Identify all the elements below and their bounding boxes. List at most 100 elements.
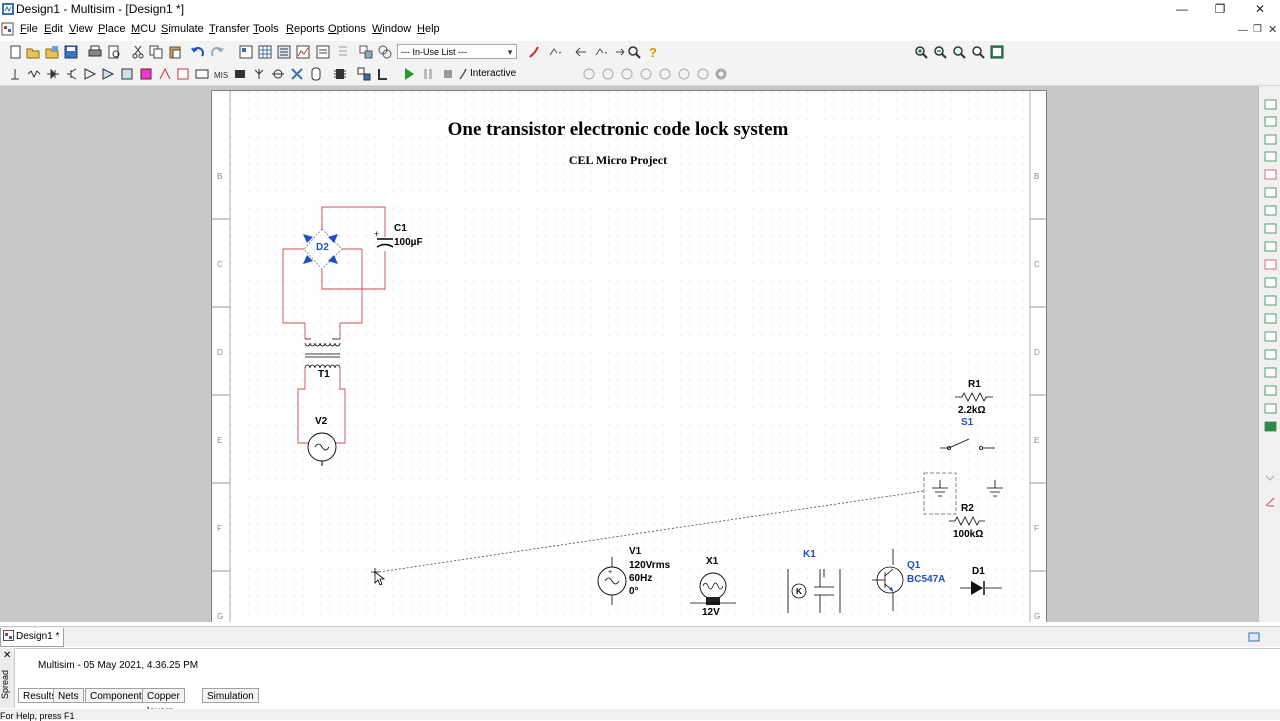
menu-help[interactable]: Help [417, 23, 440, 35]
mdi-close-icon[interactable]: ✕ [1268, 24, 1278, 36]
schematic-sheet[interactable]: B C D E F G B C D E F G One tran [211, 90, 1047, 622]
place-bus-icon[interactable] [376, 67, 390, 81]
place-electromechanical-icon[interactable] [271, 67, 285, 81]
instrument-counter-icon[interactable] [677, 67, 691, 81]
place-rf-icon[interactable] [252, 67, 266, 81]
tab-design1[interactable]: Design1 * [0, 628, 65, 647]
menu-place[interactable]: Place [98, 23, 126, 35]
mdi-minimize-icon[interactable]: — [1238, 25, 1248, 36]
schematic-canvas[interactable]: B C D E F G B C D E F G One tran [212, 91, 1046, 622]
save-icon[interactable] [64, 45, 78, 59]
diode-d1[interactable]: D1 [960, 566, 1002, 595]
zoom-out-icon[interactable] [933, 45, 947, 59]
menu-transfer[interactable]: Transfer [209, 23, 250, 35]
place-misc-digital-icon[interactable] [139, 67, 153, 81]
full-screen-icon[interactable] [990, 45, 1004, 59]
find-examples-icon[interactable] [627, 45, 641, 59]
menu-window[interactable]: Window [372, 23, 412, 35]
spreadsheet-close-icon[interactable]: ✕ [3, 650, 12, 661]
ground-symbol[interactable] [987, 480, 1003, 497]
instrument-oscilloscope-icon[interactable] [639, 67, 653, 81]
spreadsheet-view-icon[interactable] [258, 45, 272, 59]
tab-simulation[interactable]: Simulation [202, 688, 259, 703]
stop-icon[interactable] [441, 67, 455, 81]
place-mcu-icon[interactable] [333, 67, 347, 81]
place-transistor-icon[interactable] [65, 67, 79, 81]
place-connectors-icon[interactable] [309, 67, 323, 81]
schematic-subtitle[interactable]: CEL Micro Project [569, 153, 667, 167]
run-icon[interactable] [402, 67, 416, 81]
menu-reports[interactable]: Reports [286, 23, 325, 35]
ac-source-v2[interactable]: V2 [307, 416, 337, 466]
close-icon[interactable]: ✕ [1254, 2, 1266, 16]
undo-icon[interactable] [191, 45, 205, 59]
design-toolbox-icon[interactable] [239, 45, 253, 59]
place-power-icon[interactable] [195, 67, 209, 81]
copy-icon[interactable] [149, 45, 163, 59]
open-folder-icon[interactable] [26, 45, 40, 59]
cut-icon[interactable] [131, 45, 145, 59]
place-analog-icon[interactable] [83, 67, 97, 81]
tab-options-icon[interactable] [1248, 631, 1260, 643]
reverse-probe-icon[interactable] [574, 45, 588, 59]
transistor-q1[interactable]: Q1 BC547A [872, 549, 945, 611]
probe-icon[interactable] [528, 45, 542, 59]
mdi-restore-icon[interactable]: ❐ [1253, 24, 1262, 35]
menu-mcu[interactable]: MCU [131, 23, 157, 35]
instruments-palette-icons[interactable] [1259, 86, 1280, 622]
menu-file[interactable]: File [20, 23, 38, 35]
open-samples-icon[interactable] [45, 45, 59, 59]
forward-annotate-icon[interactable] [378, 45, 392, 59]
new-file-icon[interactable] [8, 45, 22, 59]
postprocessor-icon[interactable] [316, 45, 330, 59]
place-ni-components-icon[interactable] [290, 67, 304, 81]
interactive-mode-icon[interactable] [458, 67, 468, 81]
menu-options[interactable]: Options [328, 23, 366, 35]
hierarchical-block-icon[interactable] [357, 67, 371, 81]
measurement-icon[interactable] [594, 45, 608, 59]
interactive-mode-label[interactable]: Interactive [470, 68, 517, 79]
zoom-sheet-icon[interactable] [971, 45, 985, 59]
lamp-x1[interactable]: X1 12V [690, 556, 736, 618]
place-misc-icon[interactable]: MISC [214, 67, 228, 81]
help-icon[interactable]: ? [646, 45, 660, 59]
place-source-icon[interactable] [8, 67, 22, 81]
export-icon[interactable] [614, 45, 628, 59]
design-workspace[interactable]: B C D E F G B C D E F G One tran [0, 86, 1258, 622]
zoom-in-icon[interactable] [914, 45, 928, 59]
document-icon[interactable] [1, 22, 15, 36]
place-indicator-icon[interactable] [176, 67, 190, 81]
print-icon[interactable] [88, 45, 102, 59]
zoom-area-icon[interactable] [952, 45, 966, 59]
restore-icon[interactable]: ❐ [1214, 2, 1226, 16]
instrument-settings-icon[interactable] [714, 67, 728, 81]
schematic-title[interactable]: One transistor electronic code lock syst… [448, 119, 789, 140]
relay-k1[interactable]: K1 K [787, 549, 841, 613]
place-mixed-icon[interactable] [158, 67, 172, 81]
place-cmos-icon[interactable] [120, 67, 134, 81]
instrument-word-generator-icon[interactable] [696, 67, 710, 81]
supply-wires[interactable] [282, 206, 386, 339]
electrical-rules-icon[interactable] [336, 45, 350, 59]
pause-icon[interactable] [421, 67, 435, 81]
in-use-list-select[interactable]: --- In-Use List ---▼ [397, 44, 517, 59]
capacitor-c1[interactable]: + C1 100µF [374, 223, 423, 248]
back-annotate-icon[interactable] [359, 45, 373, 59]
ground-selected[interactable] [923, 472, 957, 515]
probe-dropdown-icon[interactable] [548, 45, 562, 59]
place-basic-icon[interactable] [27, 67, 41, 81]
minimize-icon[interactable]: — [1176, 2, 1188, 16]
paste-icon[interactable] [168, 45, 182, 59]
tab-nets[interactable]: Nets [53, 688, 84, 703]
resistor-r1[interactable]: R1 2.2kΩ [955, 379, 993, 416]
redo-icon[interactable] [210, 45, 224, 59]
resistor-r2[interactable]: R2 100kΩ [949, 503, 985, 540]
instrument-function-generator-icon[interactable] [601, 67, 615, 81]
place-ttl-icon[interactable] [101, 67, 115, 81]
place-diode-icon[interactable] [46, 67, 60, 81]
print-preview-icon[interactable] [107, 45, 121, 59]
transformer-t1[interactable]: T1 [297, 338, 346, 444]
menu-view[interactable]: View [69, 23, 93, 35]
menu-simulate[interactable]: Simulate [161, 23, 204, 35]
instrument-multimeter-icon[interactable] [582, 67, 596, 81]
